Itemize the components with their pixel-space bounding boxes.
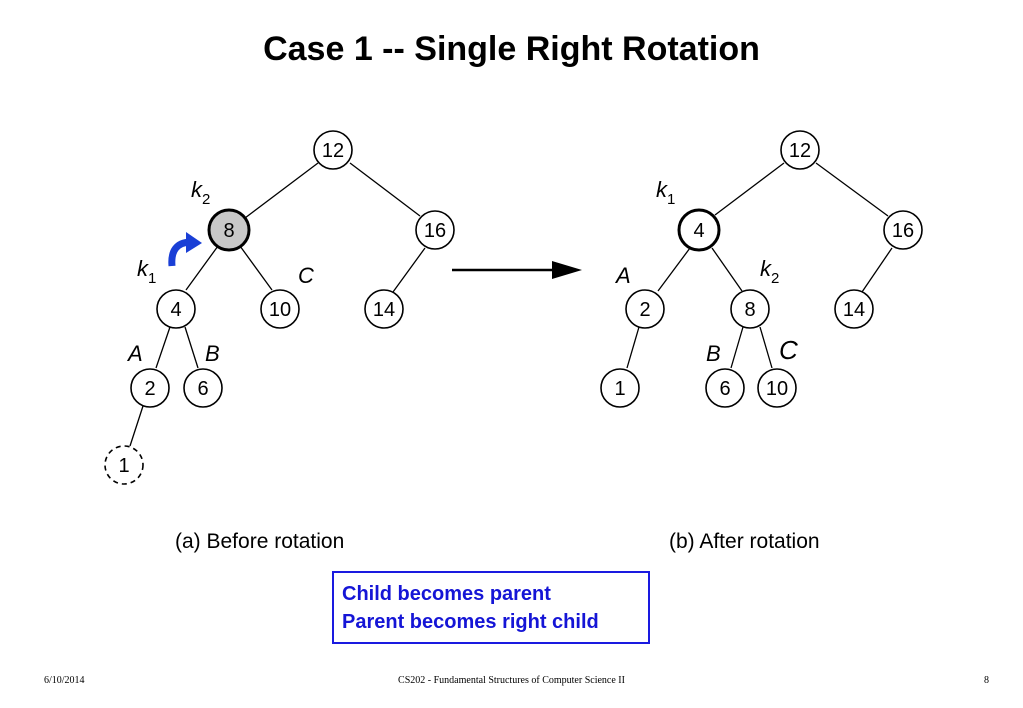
transition-arrow-icon xyxy=(452,261,582,279)
svg-text:8: 8 xyxy=(223,220,234,242)
edge-12-8 xyxy=(244,162,319,219)
note-box: Child becomes parent Parent becomes righ… xyxy=(332,571,650,644)
footer-course: CS202 - Fundamental Structures of Comput… xyxy=(398,675,625,686)
edge-8-10 xyxy=(239,245,273,291)
tree-node: 12 xyxy=(780,130,820,170)
tree-node: 4 xyxy=(156,289,196,329)
edge-16-14 xyxy=(861,247,893,293)
svg-text:16: 16 xyxy=(424,220,446,242)
edge-4-2 xyxy=(155,326,171,369)
tree-node: 6 xyxy=(705,368,745,408)
edge-12-16 xyxy=(815,162,889,217)
label-k2: k2 xyxy=(191,177,210,208)
tree-node: 16 xyxy=(883,210,923,250)
tree-node-bold: 4 xyxy=(677,208,721,252)
tree-node: 2 xyxy=(625,289,665,329)
svg-text:14: 14 xyxy=(373,299,395,321)
svg-text:1: 1 xyxy=(614,378,625,400)
label-k1: k1 xyxy=(656,177,675,208)
edge-4-6 xyxy=(184,326,199,369)
before-tree: 12 8 16 4 10 14 2 6 xyxy=(104,130,455,485)
label-k1: k1 xyxy=(137,256,156,287)
svg-text:14: 14 xyxy=(843,299,865,321)
tree-node: 8 xyxy=(730,289,770,329)
svg-text:2: 2 xyxy=(639,299,650,321)
svg-text:10: 10 xyxy=(269,299,291,321)
rotation-arrow-icon xyxy=(168,232,202,267)
edge-16-14 xyxy=(392,247,426,293)
svg-text:4: 4 xyxy=(170,299,181,321)
svg-text:6: 6 xyxy=(719,378,730,400)
label-A: A xyxy=(614,263,631,288)
tree-node: 14 xyxy=(364,289,404,329)
svg-text:10: 10 xyxy=(766,378,788,400)
svg-text:12: 12 xyxy=(789,140,811,162)
slide-title: Case 1 -- Single Right Rotation xyxy=(263,30,760,68)
caption-after: (b) After rotation xyxy=(669,530,820,553)
label-B: B xyxy=(706,341,721,366)
svg-text:12: 12 xyxy=(322,140,344,162)
label-B: B xyxy=(205,341,220,366)
edge-2-1 xyxy=(129,405,144,447)
svg-text:1: 1 xyxy=(118,455,129,477)
label-C: C xyxy=(298,263,314,288)
edge-4-2 xyxy=(657,247,691,292)
edge-8-10 xyxy=(759,326,773,369)
tree-node: 16 xyxy=(415,210,455,250)
edge-2-1 xyxy=(626,326,640,369)
after-tree: 12 4 16 2 8 14 1 6 xyxy=(600,130,923,408)
tree-node: 10 xyxy=(260,289,300,329)
label-A: A xyxy=(126,341,143,366)
svg-text:16: 16 xyxy=(892,220,914,242)
edge-8-6 xyxy=(730,326,744,369)
tree-node: 12 xyxy=(313,130,353,170)
footer-page-number: 8 xyxy=(984,675,989,686)
edge-12-4 xyxy=(714,162,785,216)
tree-node: 2 xyxy=(130,368,170,408)
tree-node: 1 xyxy=(600,368,640,408)
edge-8-4 xyxy=(185,245,219,291)
tree-node: 14 xyxy=(834,289,874,329)
label-k2: k2 xyxy=(760,256,779,287)
tree-node-highlighted: 8 xyxy=(207,208,251,252)
svg-text:2: 2 xyxy=(144,378,155,400)
caption-before: (a) Before rotation xyxy=(175,530,344,553)
svg-text:4: 4 xyxy=(693,220,704,242)
svg-text:8: 8 xyxy=(744,299,755,321)
footer-date: 6/10/2014 xyxy=(44,675,85,686)
tree-node: 6 xyxy=(183,368,223,408)
label-C: C xyxy=(779,335,798,365)
note-line-1: Child becomes parent xyxy=(342,583,551,605)
note-line-2: Parent becomes right child xyxy=(342,611,599,633)
tree-node-new-dashed: 1 xyxy=(104,445,144,485)
edge-12-16 xyxy=(349,162,421,217)
tree-node: 10 xyxy=(757,368,797,408)
edge-4-8 xyxy=(711,247,743,292)
svg-text:6: 6 xyxy=(197,378,208,400)
